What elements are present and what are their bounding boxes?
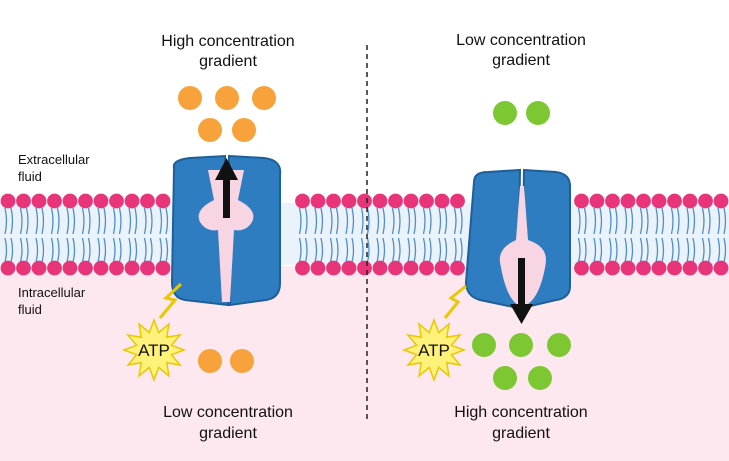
atp-label-right: ATP bbox=[418, 341, 450, 360]
molecules-inside-left bbox=[198, 349, 254, 373]
bottom-right-label-line1: High concentration bbox=[454, 404, 587, 421]
intracellular-label-line2: fluid bbox=[18, 302, 42, 317]
bottom-left-label-line2: gradient bbox=[199, 425, 257, 442]
top-right-label-line1: Low concentration bbox=[456, 32, 586, 49]
arrow-down-right bbox=[510, 258, 533, 324]
molecules-outside-right bbox=[493, 101, 550, 125]
molecules-inside-right bbox=[472, 333, 571, 390]
bottom-right-label-line2: gradient bbox=[492, 425, 550, 442]
atp-burst-right: ATP bbox=[401, 284, 467, 383]
extracellular-label-line1: Extracellular bbox=[18, 152, 90, 167]
lipid-heads bbox=[0, 193, 729, 276]
lipid-tails bbox=[4, 207, 727, 263]
intracellular-label-line1: Intracellular bbox=[18, 285, 86, 300]
top-left-label-line2: gradient bbox=[199, 53, 257, 70]
molecules-outside-left bbox=[178, 86, 276, 142]
carrier-protein-right bbox=[464, 168, 571, 310]
carrier-protein-left bbox=[170, 154, 282, 307]
bottom-left-label-line1: Low concentration bbox=[163, 404, 293, 421]
atp-burst-left: ATP bbox=[121, 282, 187, 383]
intracellular-region bbox=[0, 266, 729, 461]
extracellular-label-line2: fluid bbox=[18, 169, 42, 184]
membrane-core bbox=[0, 203, 729, 265]
arrow-up-left bbox=[215, 158, 238, 218]
top-left-label-line1: High concentration bbox=[161, 33, 294, 50]
atp-label-left: ATP bbox=[138, 341, 170, 360]
top-right-label-line2: gradient bbox=[492, 52, 550, 69]
